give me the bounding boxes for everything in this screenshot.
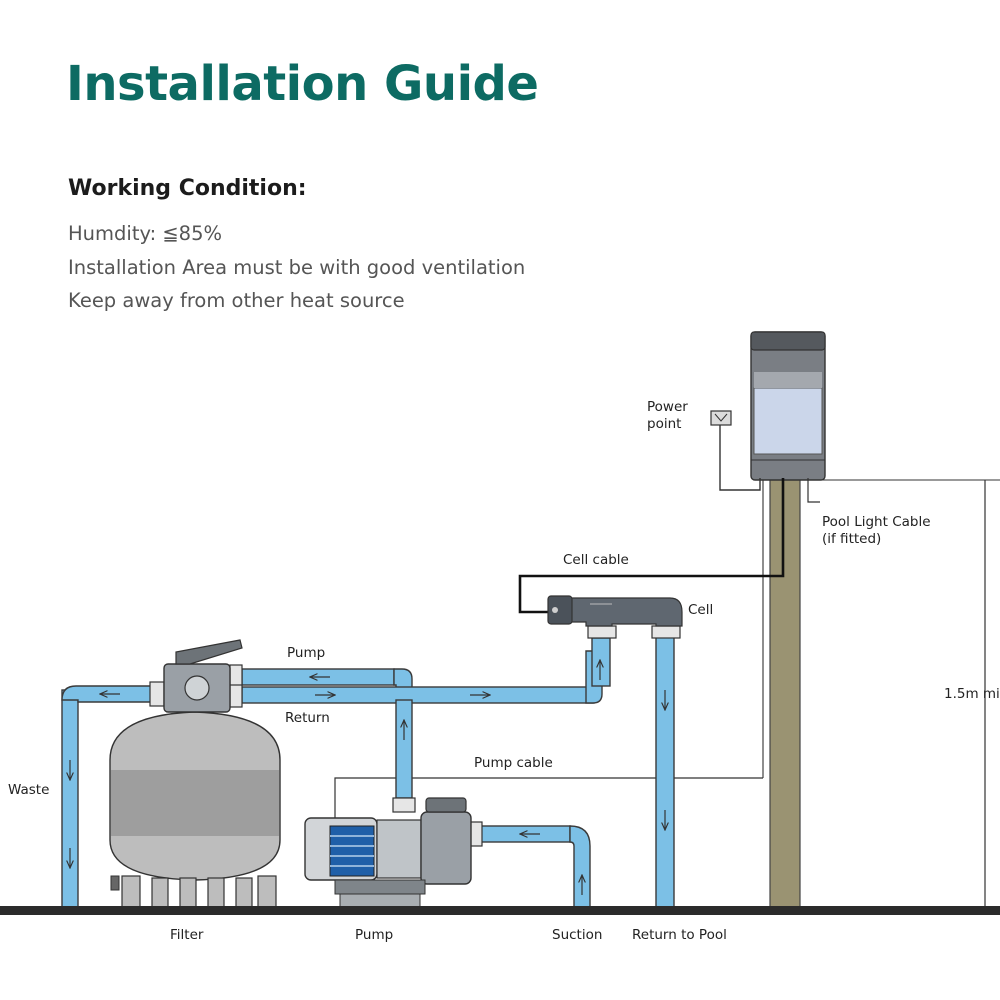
label-height: 1.5m mi — [944, 686, 1000, 702]
condition-humidity: Humdity: ≦85% — [68, 222, 223, 245]
page-title: Installation Guide — [66, 56, 539, 112]
mounting-post — [769, 477, 801, 909]
label-pool-light-cable-1: Pool Light Cable — [822, 514, 931, 530]
pump-cable — [334, 777, 763, 820]
ground-line — [0, 906, 1000, 915]
label-suction: Suction — [552, 927, 602, 943]
sand-filter — [109, 639, 281, 909]
label-return-flow: Return — [285, 710, 330, 726]
cell-cable — [518, 478, 785, 614]
label-waste: Waste — [8, 782, 49, 798]
label-pump-cable: Pump cable — [474, 755, 553, 771]
flow-arrows — [70, 660, 665, 895]
label-cell-cable: Cell cable — [563, 552, 629, 568]
power-cord — [719, 425, 761, 491]
label-filter: Filter — [170, 927, 204, 943]
working-condition-list: Humdity: ≦85% Installation Area must be … — [68, 220, 525, 321]
condition-ventilation: Installation Area must be with good vent… — [68, 255, 526, 279]
label-pump: Pump — [355, 927, 393, 943]
condition-heat-source: Keep away from other heat source — [68, 289, 405, 312]
label-pump-flow: Pump — [287, 645, 325, 661]
electrolysis-cell — [547, 595, 683, 627]
pool-light-cable — [807, 478, 820, 503]
power-point-socket — [710, 410, 732, 426]
working-condition-heading: Working Condition: — [68, 176, 307, 201]
label-pool-light-cable-2: (if fitted) — [822, 531, 881, 547]
pool-pump — [304, 797, 472, 909]
label-return-to-pool: Return to Pool — [632, 927, 727, 943]
controller-unit — [750, 331, 826, 481]
label-power-point-1: Power — [647, 399, 688, 415]
label-power-point-2: point — [647, 416, 681, 432]
label-cell: Cell — [688, 602, 713, 618]
